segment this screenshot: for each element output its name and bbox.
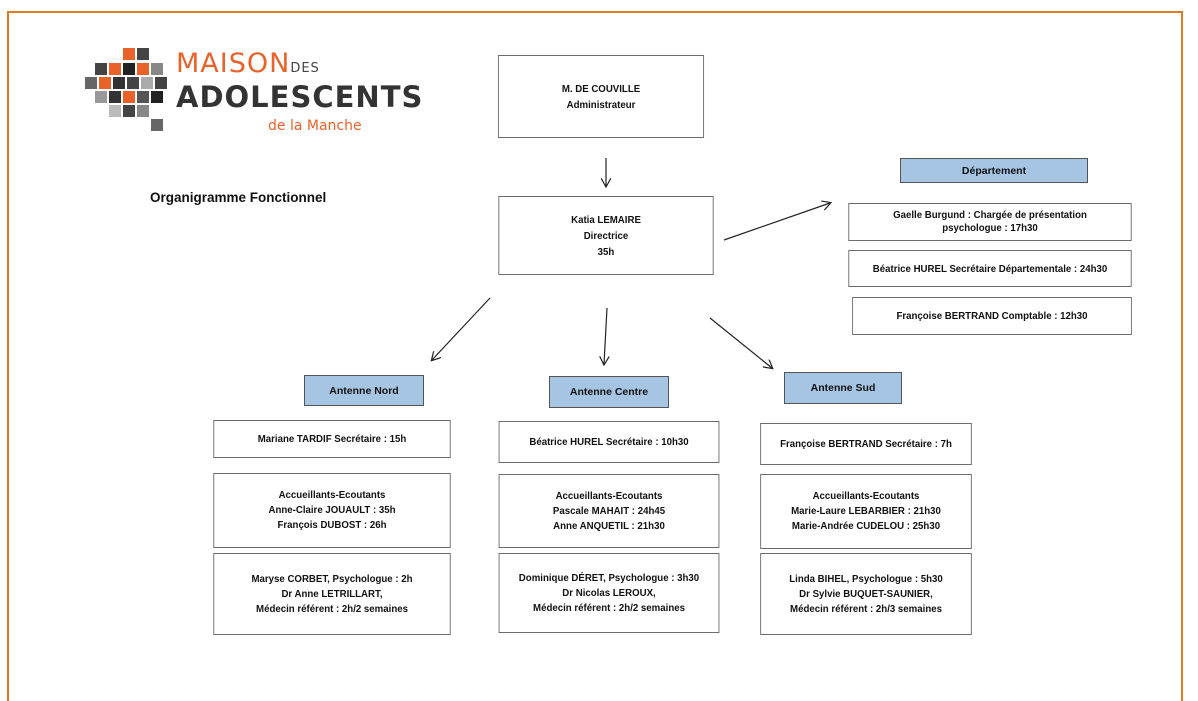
antenne-nord-psy: Maryse CORBET, Psychologue : 2h Dr Anne … bbox=[213, 553, 451, 635]
page-title: Organigramme Fonctionnel bbox=[150, 190, 327, 205]
antenne-centre-psy: Dominique DÉRET, Psychologue : 3h30 Dr N… bbox=[498, 553, 720, 633]
departement-item-1-line1: Gaelle Burgund : Chargée de présentation bbox=[893, 209, 1087, 221]
director-hours: 35h bbox=[597, 245, 615, 258]
antenne-centre-psy-3: Médecin référent : 2h/2 semaines bbox=[533, 601, 685, 614]
director-name: Katia LEMAIRE bbox=[571, 213, 641, 226]
antenne-sud-psy: Linda BIHEL, Psychologue : 5h30 Dr Sylvi… bbox=[760, 553, 972, 635]
antenne-centre-accueil: Accueillants-Ecoutants Pascale MAHAIT : … bbox=[498, 474, 720, 548]
antenne-sud-secretary-text: Françoise BERTRAND Secrétaire : 7h bbox=[780, 438, 952, 450]
arrow-director-to-departement bbox=[723, 203, 830, 241]
departement-item-1: Gaelle Burgund : Chargée de présentation… bbox=[848, 203, 1132, 241]
admin-box: M. DE COUVILLE Administrateur bbox=[497, 55, 705, 138]
antenne-centre-secretary: Béatrice HUREL Secrétaire : 10h30 bbox=[498, 421, 720, 463]
antenne-nord-psy-3: Médecin référent : 2h/2 semaines bbox=[256, 602, 408, 615]
logo-text-maison: MAISONDES bbox=[176, 48, 320, 79]
antenne-nord-accueil-2: François DUBOST : 26h bbox=[277, 519, 387, 531]
admin-role: Administrateur bbox=[566, 98, 636, 111]
antenne-centre-secretary-text: Béatrice HUREL Secrétaire : 10h30 bbox=[529, 436, 689, 448]
antenne-sud-accueil-title: Accueillants-Ecoutants bbox=[812, 490, 920, 502]
page-frame bbox=[7, 11, 1183, 701]
antenne-sud-psy-3: Médecin référent : 2h/3 semaines bbox=[790, 602, 942, 615]
departement-item-2-line1: Béatrice HUREL Secrétaire Départementale… bbox=[872, 262, 1108, 275]
antenne-sud-accueil-2: Marie-Andrée CUDELOU : 25h30 bbox=[791, 520, 941, 532]
antenne-centre-accueil-title: Accueillants-Ecoutants bbox=[555, 489, 663, 502]
admin-name: M. DE COUVILLE bbox=[561, 82, 641, 95]
director-role: Directrice bbox=[583, 229, 629, 242]
antenne-centre-accueil-1: Pascale MAHAIT : 24h45 bbox=[552, 504, 666, 517]
antenne-nord-accueil: Accueillants-Ecoutants Anne-Claire JOUAU… bbox=[213, 473, 451, 548]
antenne-nord-secretary: Mariane TARDIF Secrétaire : 15h bbox=[213, 420, 451, 458]
antenne-centre-accueil-2: Anne ANQUETIL : 21h30 bbox=[553, 519, 665, 532]
antenne-sud-psy-2: Dr Sylvie BUQUET-SAUNIER, bbox=[799, 587, 933, 600]
antenne-centre-header: Antenne Centre bbox=[549, 376, 669, 408]
antenne-centre-psy-1: Dominique DÉRET, Psychologue : 3h30 bbox=[518, 571, 700, 584]
antenne-sud-psy-1: Linda BIHEL, Psychologue : 5h30 bbox=[789, 572, 943, 585]
logo-text-adolescents: ADOLESCENTS bbox=[176, 80, 424, 114]
logo-text-manche: de la Manche bbox=[268, 118, 362, 134]
departement-item-1-line2: psychologue : 17h30 bbox=[942, 222, 1038, 234]
departement-item-3: Françoise BERTRAND Comptable : 12h30 bbox=[852, 297, 1132, 335]
arrow-director-to-sud bbox=[709, 317, 772, 368]
antenne-sud-accueil: Accueillants-Ecoutants Marie-Laure LEBAR… bbox=[760, 474, 972, 549]
departement-header: Département bbox=[900, 158, 1088, 183]
director-box: Katia LEMAIRE Directrice 35h bbox=[498, 196, 714, 275]
antenne-sud-accueil-1: Marie-Laure LEBARBIER : 21h30 bbox=[791, 505, 941, 517]
antenne-sud-secretary: Françoise BERTRAND Secrétaire : 7h bbox=[760, 423, 972, 465]
departement-item-3-line1: Françoise BERTRAND Comptable : 12h30 bbox=[896, 310, 1088, 322]
logo-mosaic-icon bbox=[85, 48, 167, 131]
antenne-centre-psy-2: Dr Nicolas LEROUX, bbox=[562, 586, 656, 599]
departement-item-2: Béatrice HUREL Secrétaire Départementale… bbox=[848, 250, 1132, 287]
antenne-nord-accueil-title: Accueillants-Ecoutants bbox=[278, 489, 386, 501]
arrow-director-to-centre bbox=[604, 307, 607, 364]
arrow-director-to-nord bbox=[432, 297, 491, 360]
antenne-nord-header: Antenne Nord bbox=[304, 375, 424, 406]
antenne-nord-psy-1: Maryse CORBET, Psychologue : 2h bbox=[251, 572, 413, 585]
antenne-nord-accueil-1: Anne-Claire JOUAULT : 35h bbox=[268, 504, 396, 516]
antenne-sud-header: Antenne Sud bbox=[784, 372, 902, 404]
antenne-nord-secretary-text: Mariane TARDIF Secrétaire : 15h bbox=[257, 433, 407, 445]
antenne-nord-psy-2: Dr Anne LETRILLART, bbox=[281, 587, 383, 600]
